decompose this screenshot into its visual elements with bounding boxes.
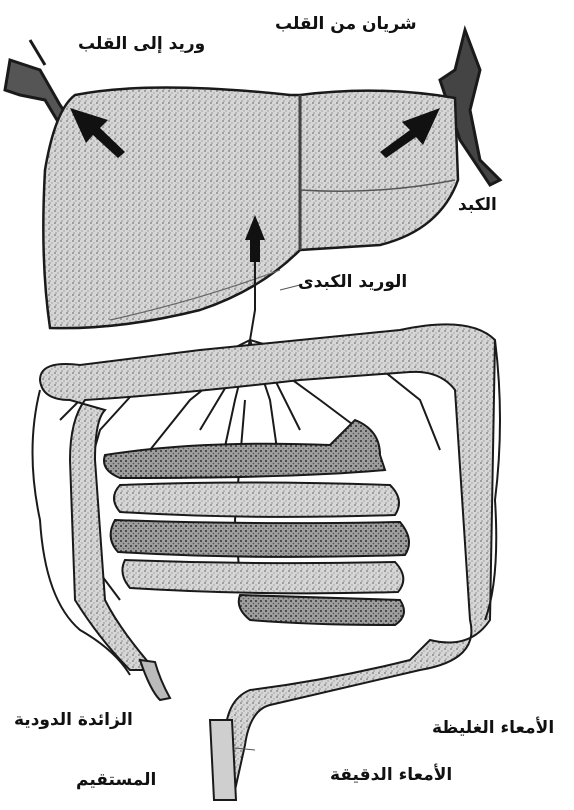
label-vein-to-heart: وريد إلى القلب (78, 34, 205, 54)
label-appendix: الزائدة الدودية (14, 710, 133, 730)
label-hepatic-vein: الوريد الكبدى (298, 272, 407, 292)
label-liver: الكبد (458, 195, 497, 215)
label-rectum: المستقيم (76, 770, 156, 790)
appendix (140, 660, 170, 700)
small-intestine (104, 420, 409, 625)
liver (43, 88, 458, 329)
rectum (210, 720, 236, 800)
label-large-intestine: الأمعاء الغليظة (432, 718, 554, 738)
label-small-intestine: الأمعاء الدقيقة (330, 765, 452, 785)
label-artery-from-heart: شريان من القلب (275, 14, 417, 34)
